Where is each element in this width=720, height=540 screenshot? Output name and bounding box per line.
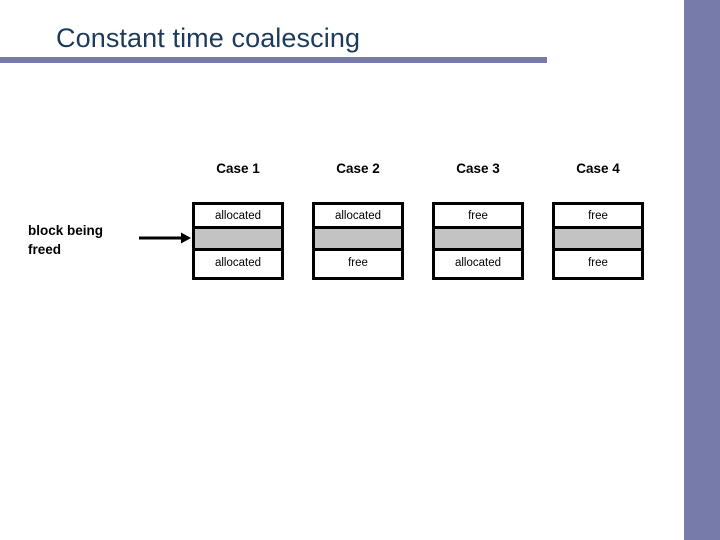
case-header-2: Case 2 <box>336 161 380 176</box>
case-3-bottom-cell: allocated <box>435 251 521 274</box>
page-title: Constant time coalescing <box>56 23 361 53</box>
block-being-freed-label: block being freed <box>28 221 138 259</box>
case-4-middle-cell <box>555 229 641 251</box>
case-header-4: Case 4 <box>576 161 620 176</box>
case-2-top-cell: allocated <box>315 205 401 229</box>
case-1-bottom-cell: allocated <box>195 251 281 274</box>
case-4-bottom-cell: free <box>555 251 641 274</box>
case-2-middle-cell <box>315 229 401 251</box>
case-block-4: free free <box>552 202 644 280</box>
case-block-3: free allocated <box>432 202 524 280</box>
case-block-2: allocated free <box>312 202 404 280</box>
title-underline-rule <box>0 57 547 63</box>
case-header-3: Case 3 <box>456 161 500 176</box>
arrow-right-icon <box>139 232 191 244</box>
case-1-middle-cell <box>195 229 281 251</box>
case-3-top-cell: free <box>435 205 521 229</box>
right-accent-strip <box>684 0 720 540</box>
case-2-bottom-cell: free <box>315 251 401 274</box>
case-header-1: Case 1 <box>216 161 260 176</box>
case-block-1: allocated allocated <box>192 202 284 280</box>
case-3-middle-cell <box>435 229 521 251</box>
case-4-top-cell: free <box>555 205 641 229</box>
block-being-freed-line2: freed <box>28 242 62 257</box>
case-1-top-cell: allocated <box>195 205 281 229</box>
block-being-freed-line1: block being <box>28 223 104 238</box>
